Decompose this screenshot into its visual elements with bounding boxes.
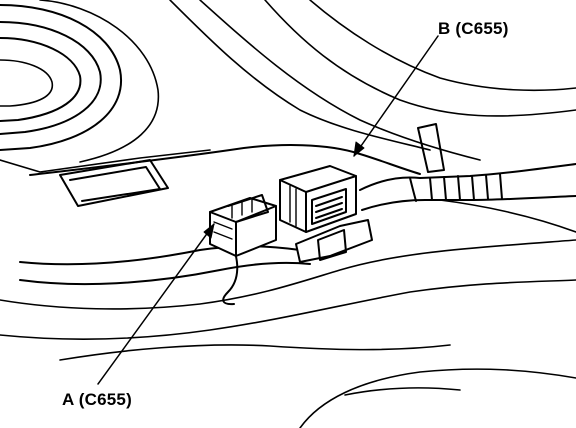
callout-label-b: B (C655) <box>438 19 509 38</box>
leader-arrowhead-b <box>353 141 365 157</box>
spare-tire-well <box>0 0 160 163</box>
mounting-bracket <box>417 123 445 173</box>
leader-lines <box>97 35 439 385</box>
leader-arrowhead-a <box>203 223 215 239</box>
callout-label-a: A (C655) <box>62 390 132 409</box>
connector-a <box>209 194 277 257</box>
wire-harness <box>19 144 576 306</box>
connector-b <box>279 165 373 263</box>
